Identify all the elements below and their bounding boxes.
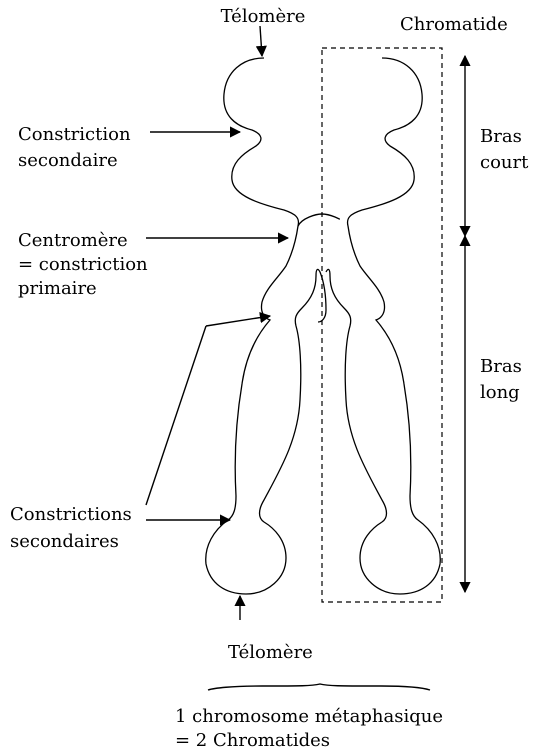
label-bras-long-1: Bras — [480, 356, 522, 377]
label-bras-court-2: court — [480, 152, 529, 173]
caption-line-1: 1 chromosome métaphasique — [175, 706, 443, 727]
label-centromere: Centromère — [18, 230, 128, 251]
caption-line-2: = 2 Chromatides — [175, 730, 330, 751]
label-bras-court-1: Bras — [480, 126, 522, 147]
label-constriction: Constriction — [18, 124, 131, 145]
label-secondaires: secondaires — [10, 531, 119, 552]
label-secondaire: secondaire — [18, 150, 118, 171]
label-telomere-bottom: Télomère — [228, 642, 313, 663]
label-primaire: primaire — [18, 278, 97, 299]
label-chromatide: Chromatide — [400, 14, 508, 35]
label-constrictions: Constrictions — [10, 504, 132, 525]
caption-brace — [208, 684, 430, 690]
label-constriction-eq: = constriction — [18, 254, 148, 275]
label-bras-long-2: long — [480, 382, 520, 403]
label-telomere-top: Télomère — [221, 6, 306, 27]
